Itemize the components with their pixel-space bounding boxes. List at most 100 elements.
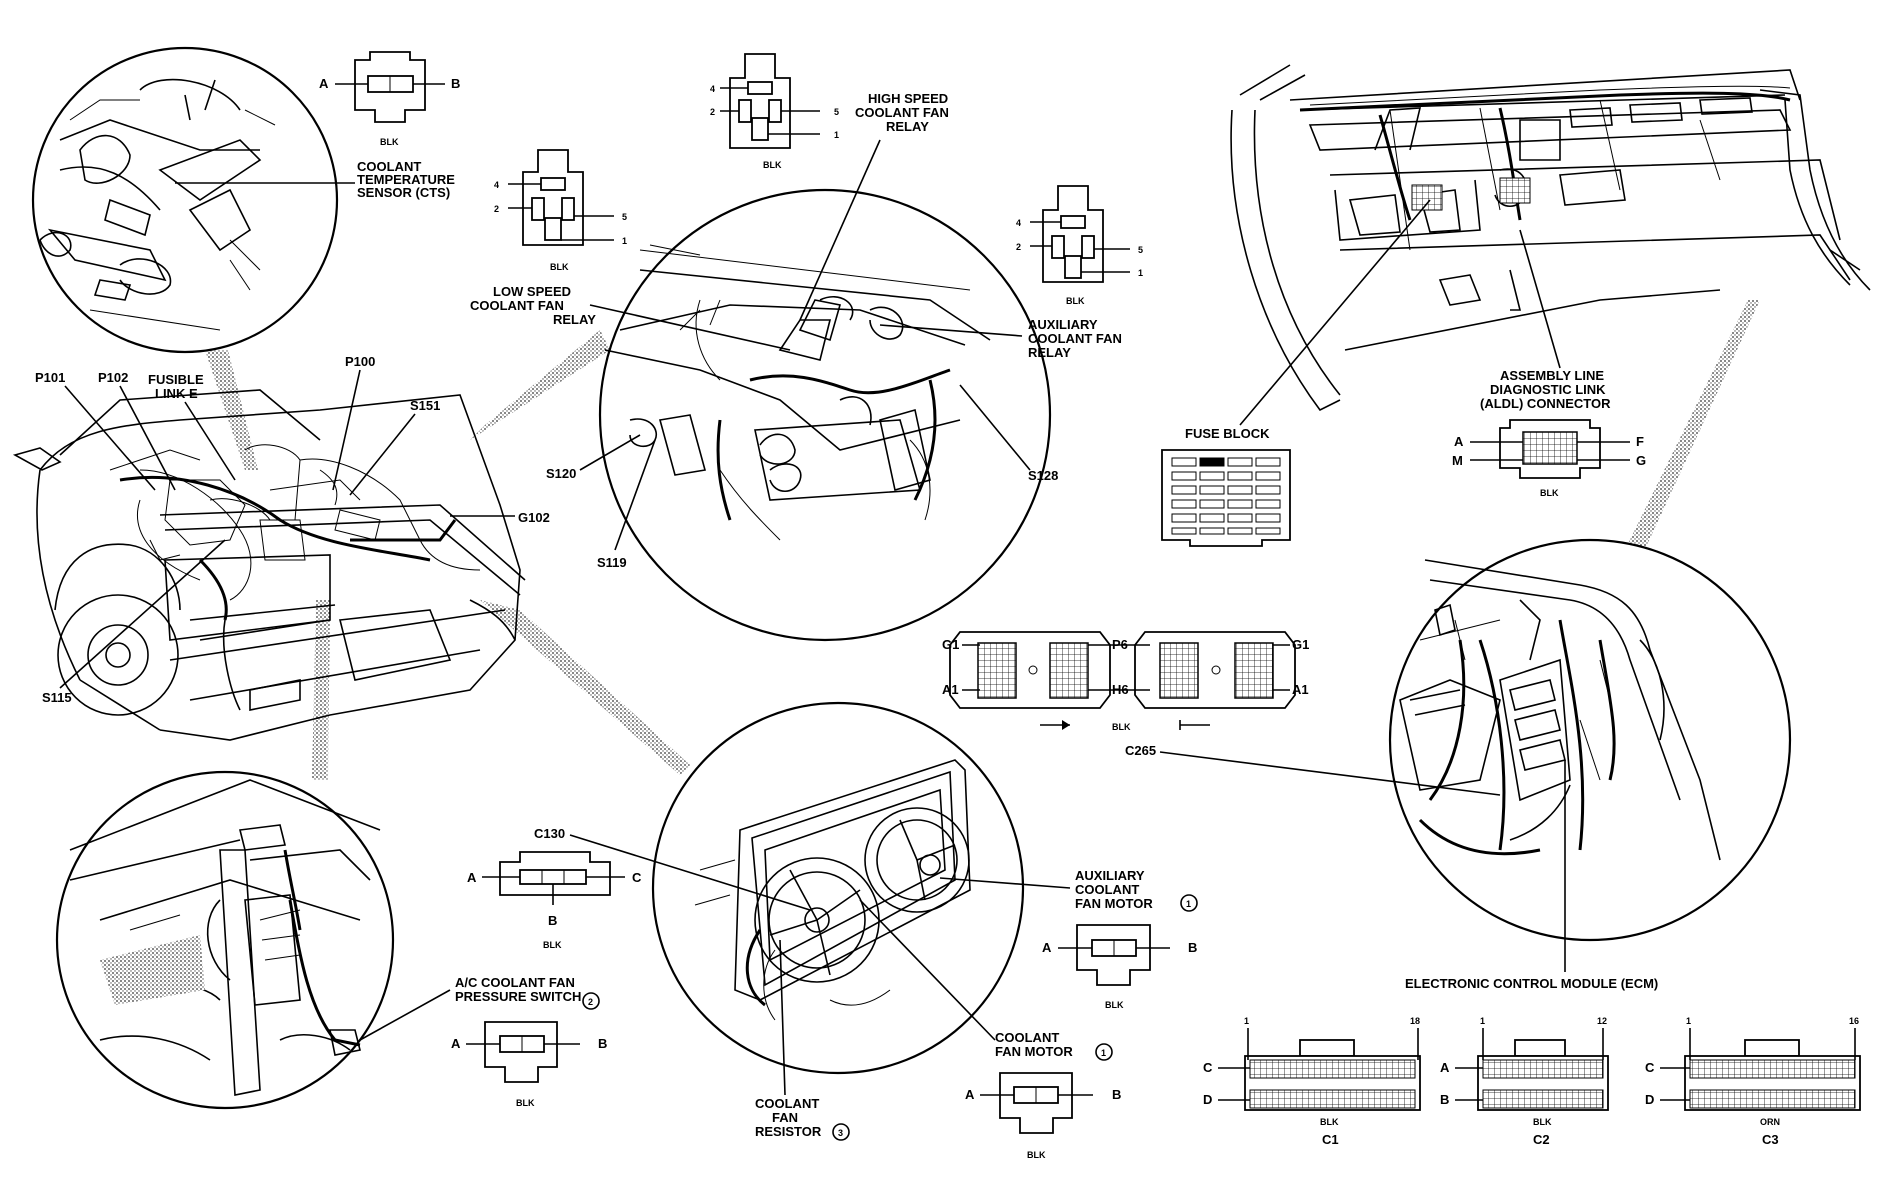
coolant-motor-note: 1 <box>1101 1048 1106 1058</box>
aldl-line1: ASSEMBLY LINE <box>1500 368 1604 383</box>
aux-motor-note: 1 <box>1186 899 1191 909</box>
cts-pin-a: A <box>319 76 329 91</box>
c265-pin-g1-left: G1 <box>942 637 959 652</box>
aux-motor-line1: AUXILIARY <box>1075 868 1145 883</box>
aldl-line3: (ALDL) CONNECTOR <box>1480 396 1611 411</box>
c2-row-b: B <box>1440 1092 1449 1107</box>
aux-relay-color: BLK <box>1066 296 1085 306</box>
c130-color: BLK <box>543 940 562 950</box>
cts-detail-circle <box>31 46 355 354</box>
aux-relay-line2: COOLANT FAN <box>1028 331 1122 346</box>
c130-pin-a: A <box>467 870 477 885</box>
c130-pin-c: C <box>632 870 642 885</box>
cts-color: BLK <box>380 137 399 147</box>
low-relay-color: BLK <box>550 262 569 272</box>
aux-motor-color: BLK <box>1105 1000 1124 1010</box>
aux-motor-line2: COOLANT <box>1075 882 1139 897</box>
c1-name: C1 <box>1322 1132 1339 1147</box>
c265-pin-a1-right: A1 <box>1292 682 1309 697</box>
low-relay-pin1: 1 <box>622 236 627 246</box>
aldl-pin-g: G <box>1636 453 1646 468</box>
aldl-color: BLK <box>1540 488 1559 498</box>
cts-label: COOLANT TEMPERATURE SENSOR (CTS) <box>357 159 455 200</box>
vehicle-front-view <box>12 389 526 741</box>
low-relay-pin2: 2 <box>494 204 499 214</box>
high-speed-line2: COOLANT FAN <box>855 105 949 120</box>
high-relay-color: BLK <box>763 160 782 170</box>
low-speed-line3: RELAY <box>553 312 596 327</box>
high-speed-relay-label: HIGH SPEED COOLANT FAN RELAY <box>799 91 949 321</box>
aux-relay-pin5: 5 <box>1138 245 1143 255</box>
fuse-block-label: FUSE BLOCK <box>1185 426 1270 441</box>
ac-switch-note: 2 <box>588 997 593 1007</box>
coolant-fan-motor-connector: A B BLK <box>965 1072 1121 1160</box>
c1-row-d: D <box>1203 1092 1212 1107</box>
aldl-connector: A M F G BLK <box>1452 419 1646 498</box>
cts-pin-b: B <box>451 76 460 91</box>
c2-row-a: A <box>1440 1060 1450 1075</box>
aldl-label: ASSEMBLY LINE DIAGNOSTIC LINK (ALDL) CON… <box>1480 229 1611 411</box>
ac-switch-pin-a: A <box>451 1036 461 1051</box>
label-p102: P102 <box>98 370 128 385</box>
coolant-motor-pin-a: A <box>965 1087 975 1102</box>
callout-funnels <box>205 300 1760 780</box>
aux-fan-motor-label: AUXILIARY COOLANT FAN MOTOR 1 <box>939 868 1198 912</box>
c265-pin-g1-right: G1 <box>1292 637 1309 652</box>
resistor-line3: RESISTOR <box>755 1124 822 1139</box>
aldl-pin-f: F <box>1636 434 1644 449</box>
coolant-motor-line1: COOLANT <box>995 1030 1059 1045</box>
low-speed-relay-label: LOW SPEED COOLANT FAN RELAY <box>470 284 791 351</box>
fusible-line1: FUSIBLE <box>148 372 204 387</box>
fuse-block: FUSE BLOCK <box>1161 199 1431 547</box>
label-s119: S119 <box>597 555 627 570</box>
c265-pin-a1-left: A1 <box>942 682 959 697</box>
low-speed-line1: LOW SPEED <box>493 284 571 299</box>
fan-detail-circle <box>651 701 1025 1075</box>
cts-connector: A B BLK <box>319 51 460 147</box>
c3-row-d: D <box>1645 1092 1654 1107</box>
fusible-line2: LINK E <box>155 386 198 401</box>
ecm-connector-c1: 1 18 C D BLK C1 <box>1203 1016 1421 1147</box>
aux-motor-pin-b: B <box>1188 940 1197 955</box>
c2-pin-last: 12 <box>1597 1016 1607 1026</box>
aux-relay-label: AUXILIARY COOLANT FAN RELAY <box>879 317 1122 360</box>
low-speed-line2: COOLANT FAN <box>470 298 564 313</box>
coolant-fan-motor-label: COOLANT FAN MOTOR 1 <box>859 899 1113 1061</box>
aldl-pin-m: M <box>1452 453 1463 468</box>
c3-row-c: C <box>1645 1060 1655 1075</box>
label-g102: G102 <box>518 510 550 525</box>
aux-fan-motor-connector: A B BLK <box>1042 924 1197 1010</box>
high-relay-pin2: 2 <box>710 107 715 117</box>
c130-connector: C130 A C B BLK <box>467 826 811 950</box>
aux-relay-pin4: 4 <box>1016 218 1021 228</box>
low-speed-relay-connector: 4 2 5 1 BLK <box>494 149 627 272</box>
label-p101: P101 <box>35 370 65 385</box>
resistor-line2: FAN <box>772 1110 798 1125</box>
resistor-line1: COOLANT <box>755 1096 819 1111</box>
c3-color: ORN <box>1760 1117 1780 1127</box>
aux-relay-connector: 4 2 5 1 BLK <box>1016 185 1143 306</box>
high-relay-pin1: 1 <box>834 130 839 140</box>
car-callouts: P101 P102 FUSIBLE LINK E P100 S151 G102 … <box>35 354 550 705</box>
c3-pin-first: 1 <box>1686 1016 1691 1026</box>
aux-motor-line3: FAN MOTOR <box>1075 896 1153 911</box>
coolant-motor-pin-b: B <box>1112 1087 1121 1102</box>
ecm-connector-c2: 1 12 A B BLK C2 <box>1440 1016 1609 1147</box>
c1-pin-last: 18 <box>1410 1016 1420 1026</box>
label-p100: P100 <box>345 354 375 369</box>
c265-pin-h6: H6 <box>1112 682 1129 697</box>
c3-name: C3 <box>1762 1132 1779 1147</box>
high-speed-line1: HIGH SPEED <box>868 91 948 106</box>
resistor-note: 3 <box>838 1128 843 1138</box>
aux-relay-pin2: 2 <box>1016 242 1021 252</box>
high-relay-pin4: 4 <box>710 84 715 94</box>
high-speed-line3: RELAY <box>886 119 929 134</box>
c265-pin-p6: P6 <box>1112 637 1128 652</box>
ac-switch-line1: A/C COOLANT FAN <box>455 975 575 990</box>
aldl-line2: DIAGNOSTIC LINK <box>1490 382 1606 397</box>
ac-switch-color: BLK <box>516 1098 535 1108</box>
aldl-pin-a: A <box>1454 434 1464 449</box>
ecm-detail-circle <box>1388 538 1792 942</box>
ac-switch-connector: A B BLK <box>451 1021 607 1108</box>
